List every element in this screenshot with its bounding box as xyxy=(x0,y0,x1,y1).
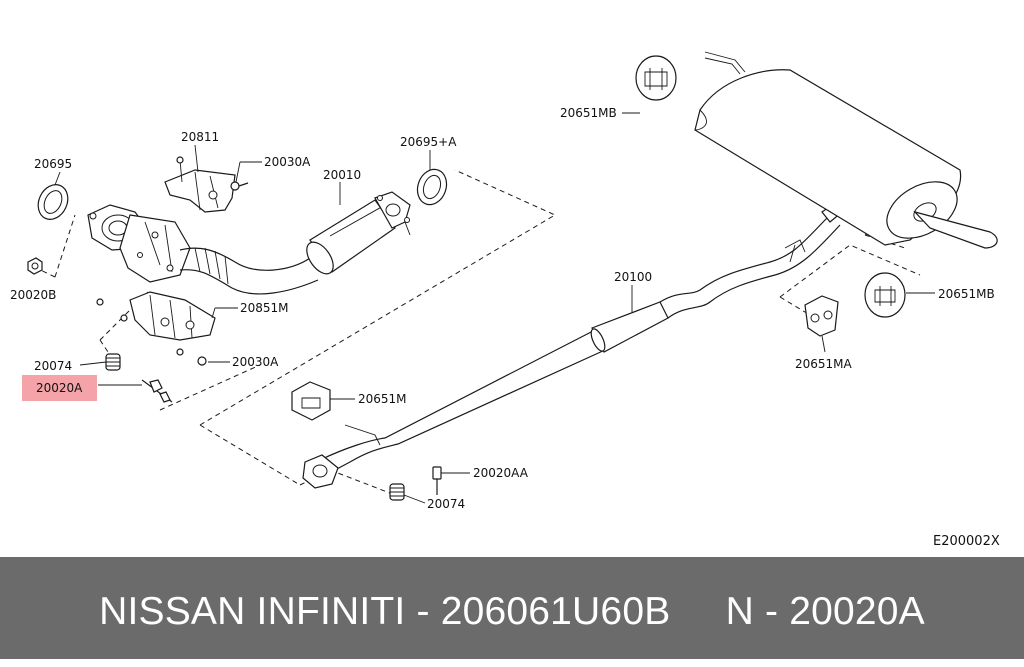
gasket-20695 xyxy=(37,184,69,220)
mount-20651mb-top xyxy=(635,55,677,101)
label-20651mb-top: 20651MB xyxy=(560,106,617,120)
highlight-box xyxy=(22,375,97,401)
label-20100: 20100 xyxy=(614,270,652,284)
main-muffler xyxy=(694,51,998,249)
mount-20651mb-right xyxy=(864,272,906,318)
footer-bar: NISSAN INFINITI - 206061U60B N - 20020A xyxy=(0,557,1024,659)
spring-20074-bottom xyxy=(389,483,405,501)
stud-bolt-20020a xyxy=(141,379,173,403)
heat-shield-20851m xyxy=(96,291,216,356)
diagram-code: E200002X xyxy=(933,534,1000,549)
label-20695: 20695 xyxy=(34,157,72,171)
label-20074-left: 20074 xyxy=(34,359,72,373)
label-20811: 20811 xyxy=(181,130,219,144)
label-20851m: 20851M xyxy=(240,301,289,315)
mount-20651ma xyxy=(804,295,839,337)
bolt-20030a-top xyxy=(230,181,249,191)
heat-shield-20811 xyxy=(164,156,236,213)
label-20074-bottom: 20074 xyxy=(427,497,465,511)
label-20651m: 20651M xyxy=(358,392,407,406)
center-pipe-20100 xyxy=(302,202,843,489)
label-20010: 20010 xyxy=(323,168,361,182)
label-20030a-top: 20030A xyxy=(264,155,311,169)
manifold-catalyst xyxy=(87,204,191,283)
label-20695a: 20695+A xyxy=(400,135,457,149)
label-20020a: 20020A xyxy=(36,381,83,395)
spring-20074-left xyxy=(105,353,121,371)
label-20030a-bottom: 20030A xyxy=(232,355,279,369)
bolt-20020aa xyxy=(432,466,442,495)
part-number-caption: NISSAN INFINITI - 206061U60B N - 20020A xyxy=(99,590,925,633)
gasket-20695a xyxy=(416,168,448,206)
leader-lines xyxy=(54,112,935,504)
mount-20651m xyxy=(291,381,331,421)
bolt-20030a-bottom xyxy=(197,356,207,366)
label-20020aa: 20020AA xyxy=(473,466,529,480)
label-20020b: 20020B xyxy=(10,288,56,302)
exhaust-system-diagram: 20695 20811 20030A 20010 20695+A 20651MB… xyxy=(10,51,1000,549)
nut-20020b xyxy=(27,257,43,275)
label-20651ma: 20651MA xyxy=(795,357,853,371)
label-20651mb-right: 20651MB xyxy=(938,287,995,301)
front-pipe-20010 xyxy=(179,191,411,295)
